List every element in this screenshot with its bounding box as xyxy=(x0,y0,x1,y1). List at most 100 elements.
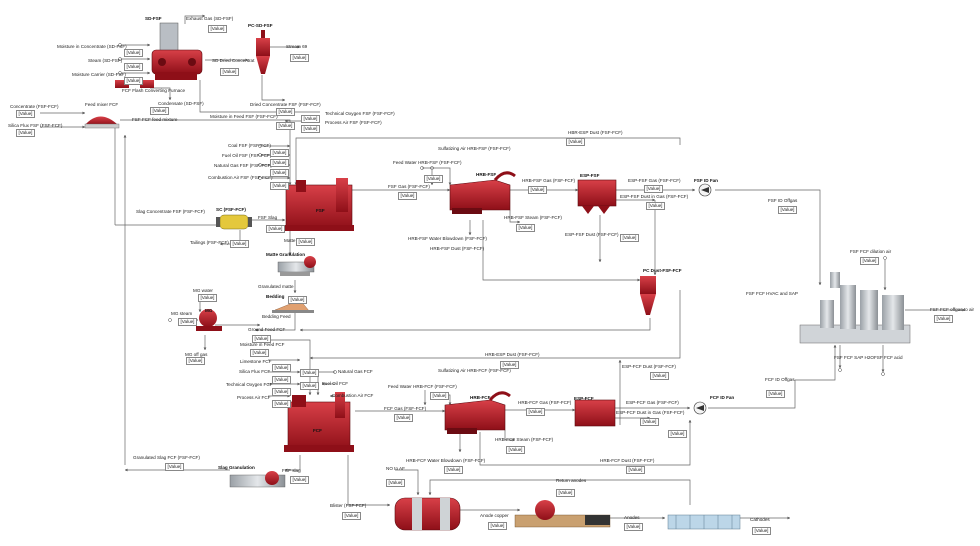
value-box[interactable]: [Value] xyxy=(300,369,319,377)
value-box[interactable]: [Value] xyxy=(250,349,269,357)
value-box[interactable]: [Value] xyxy=(668,430,687,438)
value-box[interactable]: [Value] xyxy=(124,77,143,85)
pc-sd-fsf-cyclone[interactable] xyxy=(256,30,270,74)
value-box[interactable]: [Value] xyxy=(270,182,289,190)
value-box[interactable]: [Value] xyxy=(342,512,361,520)
stream-coal: Coal FSF (FSF-FCF) xyxy=(228,143,271,148)
esp-fcf-precipitator[interactable] xyxy=(574,399,616,427)
stream-fuel-oil-fcf: Fuel Oil FCF xyxy=(322,381,349,386)
value-box[interactable]: [Value] xyxy=(272,400,291,408)
stream-sulfatizing-air-fsf: Sulfatizing Air HRB-FSF (FSF-FCF) xyxy=(438,146,511,151)
value-box[interactable]: [Value] xyxy=(860,257,879,265)
value-box[interactable]: [Value] xyxy=(270,149,289,157)
value-box[interactable]: [Value] xyxy=(266,225,285,233)
value-box[interactable]: [Value] xyxy=(640,418,659,426)
value-box[interactable]: [Value] xyxy=(252,335,271,343)
value-box[interactable]: [Value] xyxy=(778,206,797,214)
esp-fsf-precipitator[interactable] xyxy=(577,179,617,214)
stream-ground-feed: Ground Feed FCF xyxy=(248,327,286,332)
value-box[interactable]: [Value] xyxy=(124,49,143,57)
value-box[interactable]: [Value] xyxy=(270,169,289,177)
value-box[interactable]: [Value] xyxy=(16,129,35,137)
value-box[interactable]: [Value] xyxy=(394,414,413,422)
value-box[interactable]: [Value] xyxy=(650,372,669,380)
matte-granulation-unit[interactable] xyxy=(277,256,316,276)
fsf-furnace[interactable] xyxy=(284,178,354,231)
anode-casting-unit[interactable] xyxy=(514,500,611,528)
slag-granulation-unit[interactable] xyxy=(229,471,286,488)
hrb-fsf-boiler[interactable] xyxy=(449,171,516,214)
value-box[interactable]: [Value] xyxy=(506,446,525,454)
value-box[interactable]: [Value] xyxy=(528,186,547,194)
stream-natural-gas-fcf: Natural Gas FCF xyxy=(338,369,373,374)
sc-separator[interactable] xyxy=(216,214,252,230)
hrb-fcf-boiler[interactable] xyxy=(444,391,511,434)
value-box[interactable]: [Value] xyxy=(301,125,320,133)
value-box[interactable]: [Value] xyxy=(220,68,239,76)
value-box[interactable]: [Value] xyxy=(430,392,449,400)
stream-mg-off-gas: MG off gas xyxy=(185,352,208,357)
value-box[interactable]: [Value] xyxy=(16,110,35,118)
value-box[interactable]: [Value] xyxy=(566,138,585,146)
value-box[interactable]: [Value] xyxy=(301,115,320,123)
value-box[interactable]: [Value] xyxy=(526,408,545,416)
stream-esp-fcf-dust-gas: ESP-FCF Dust in Gas (FSF-FCF) xyxy=(616,410,685,415)
value-box[interactable]: [Value] xyxy=(272,388,291,396)
value-box[interactable]: [Value] xyxy=(186,357,205,365)
fcf-furnace[interactable] xyxy=(284,392,354,452)
stream-hrb-fcf-gas: HRB-FCF Gas (FSF-FCF) xyxy=(518,400,572,405)
anode-furnace[interactable] xyxy=(394,497,461,531)
value-box[interactable]: [Value] xyxy=(198,294,217,302)
stream-fcf-flash: FCF Flash Converting Furnace xyxy=(122,88,186,93)
value-box[interactable]: [Value] xyxy=(165,463,184,471)
unit-label-esp-fcf: ESP-FCF xyxy=(574,396,594,401)
mg-grinder[interactable] xyxy=(196,309,222,331)
value-box[interactable]: [Value] xyxy=(646,202,665,210)
value-box[interactable]: [Value] xyxy=(766,390,785,398)
value-box[interactable]: [Value] xyxy=(296,238,315,246)
fsf-id-fan[interactable] xyxy=(698,183,712,197)
value-box[interactable]: [Value] xyxy=(444,466,463,474)
value-box[interactable]: [Value] xyxy=(276,108,295,116)
value-box[interactable]: [Value] xyxy=(272,364,291,372)
value-box[interactable]: [Value] xyxy=(276,122,295,130)
value-box[interactable]: [Value] xyxy=(288,296,307,304)
value-box[interactable]: [Value] xyxy=(290,54,309,62)
stream-condensate: Condensate (SD-FSF) xyxy=(158,101,204,106)
value-box[interactable]: [Value] xyxy=(644,185,663,193)
value-box[interactable]: [Value] xyxy=(178,318,197,326)
value-box[interactable]: [Value] xyxy=(934,315,953,323)
value-box[interactable]: [Value] xyxy=(500,361,519,369)
unit-label-bedding: Bedding xyxy=(266,294,285,299)
unit-label-fsf-id-fan: FSF ID Fan xyxy=(694,178,718,183)
value-box[interactable]: [Value] xyxy=(386,479,405,487)
electrolysis-cells[interactable] xyxy=(667,514,741,530)
value-box[interactable]: [Value] xyxy=(556,489,575,497)
acid-plant[interactable] xyxy=(799,272,911,344)
value-box[interactable]: [Value] xyxy=(398,192,417,200)
value-box[interactable]: [Value] xyxy=(626,466,645,474)
value-box[interactable]: [Value] xyxy=(516,224,535,232)
fcf-id-fan[interactable] xyxy=(693,401,707,415)
sd-fsf-dryer[interactable] xyxy=(115,22,203,88)
stream-dilution-air: FSF FCF dilution air xyxy=(850,249,892,254)
value-box[interactable]: [Value] xyxy=(150,107,169,115)
value-box[interactable]: [Value] xyxy=(488,522,507,530)
value-box[interactable]: [Value] xyxy=(752,527,771,535)
value-box[interactable]: [Value] xyxy=(124,63,143,71)
unit-label-sd-fsf: SD-FSF xyxy=(145,16,162,21)
value-box[interactable]: [Value] xyxy=(620,234,639,242)
value-box[interactable]: [Value] xyxy=(270,159,289,167)
value-box[interactable]: [Value] xyxy=(624,523,643,531)
value-box[interactable]: [Value] xyxy=(208,25,227,33)
pc-dust-cyclone[interactable] xyxy=(640,276,656,315)
value-box[interactable]: [Value] xyxy=(290,476,309,484)
value-box[interactable]: [Value] xyxy=(300,382,319,390)
feed-mixer[interactable] xyxy=(84,116,120,129)
value-box[interactable]: [Value] xyxy=(272,376,291,384)
value-box[interactable]: [Value] xyxy=(230,240,249,248)
value-box[interactable]: [Value] xyxy=(424,175,443,183)
stream-hrb-fsf-gas: HRB-FSF Gas (FSF-FCF) xyxy=(522,178,576,183)
stream-moisture-concentrate: Moisture in Concentrate (SD-FSF) xyxy=(57,44,127,49)
stream-blister: Blister (FSF-FCF) xyxy=(330,503,367,508)
